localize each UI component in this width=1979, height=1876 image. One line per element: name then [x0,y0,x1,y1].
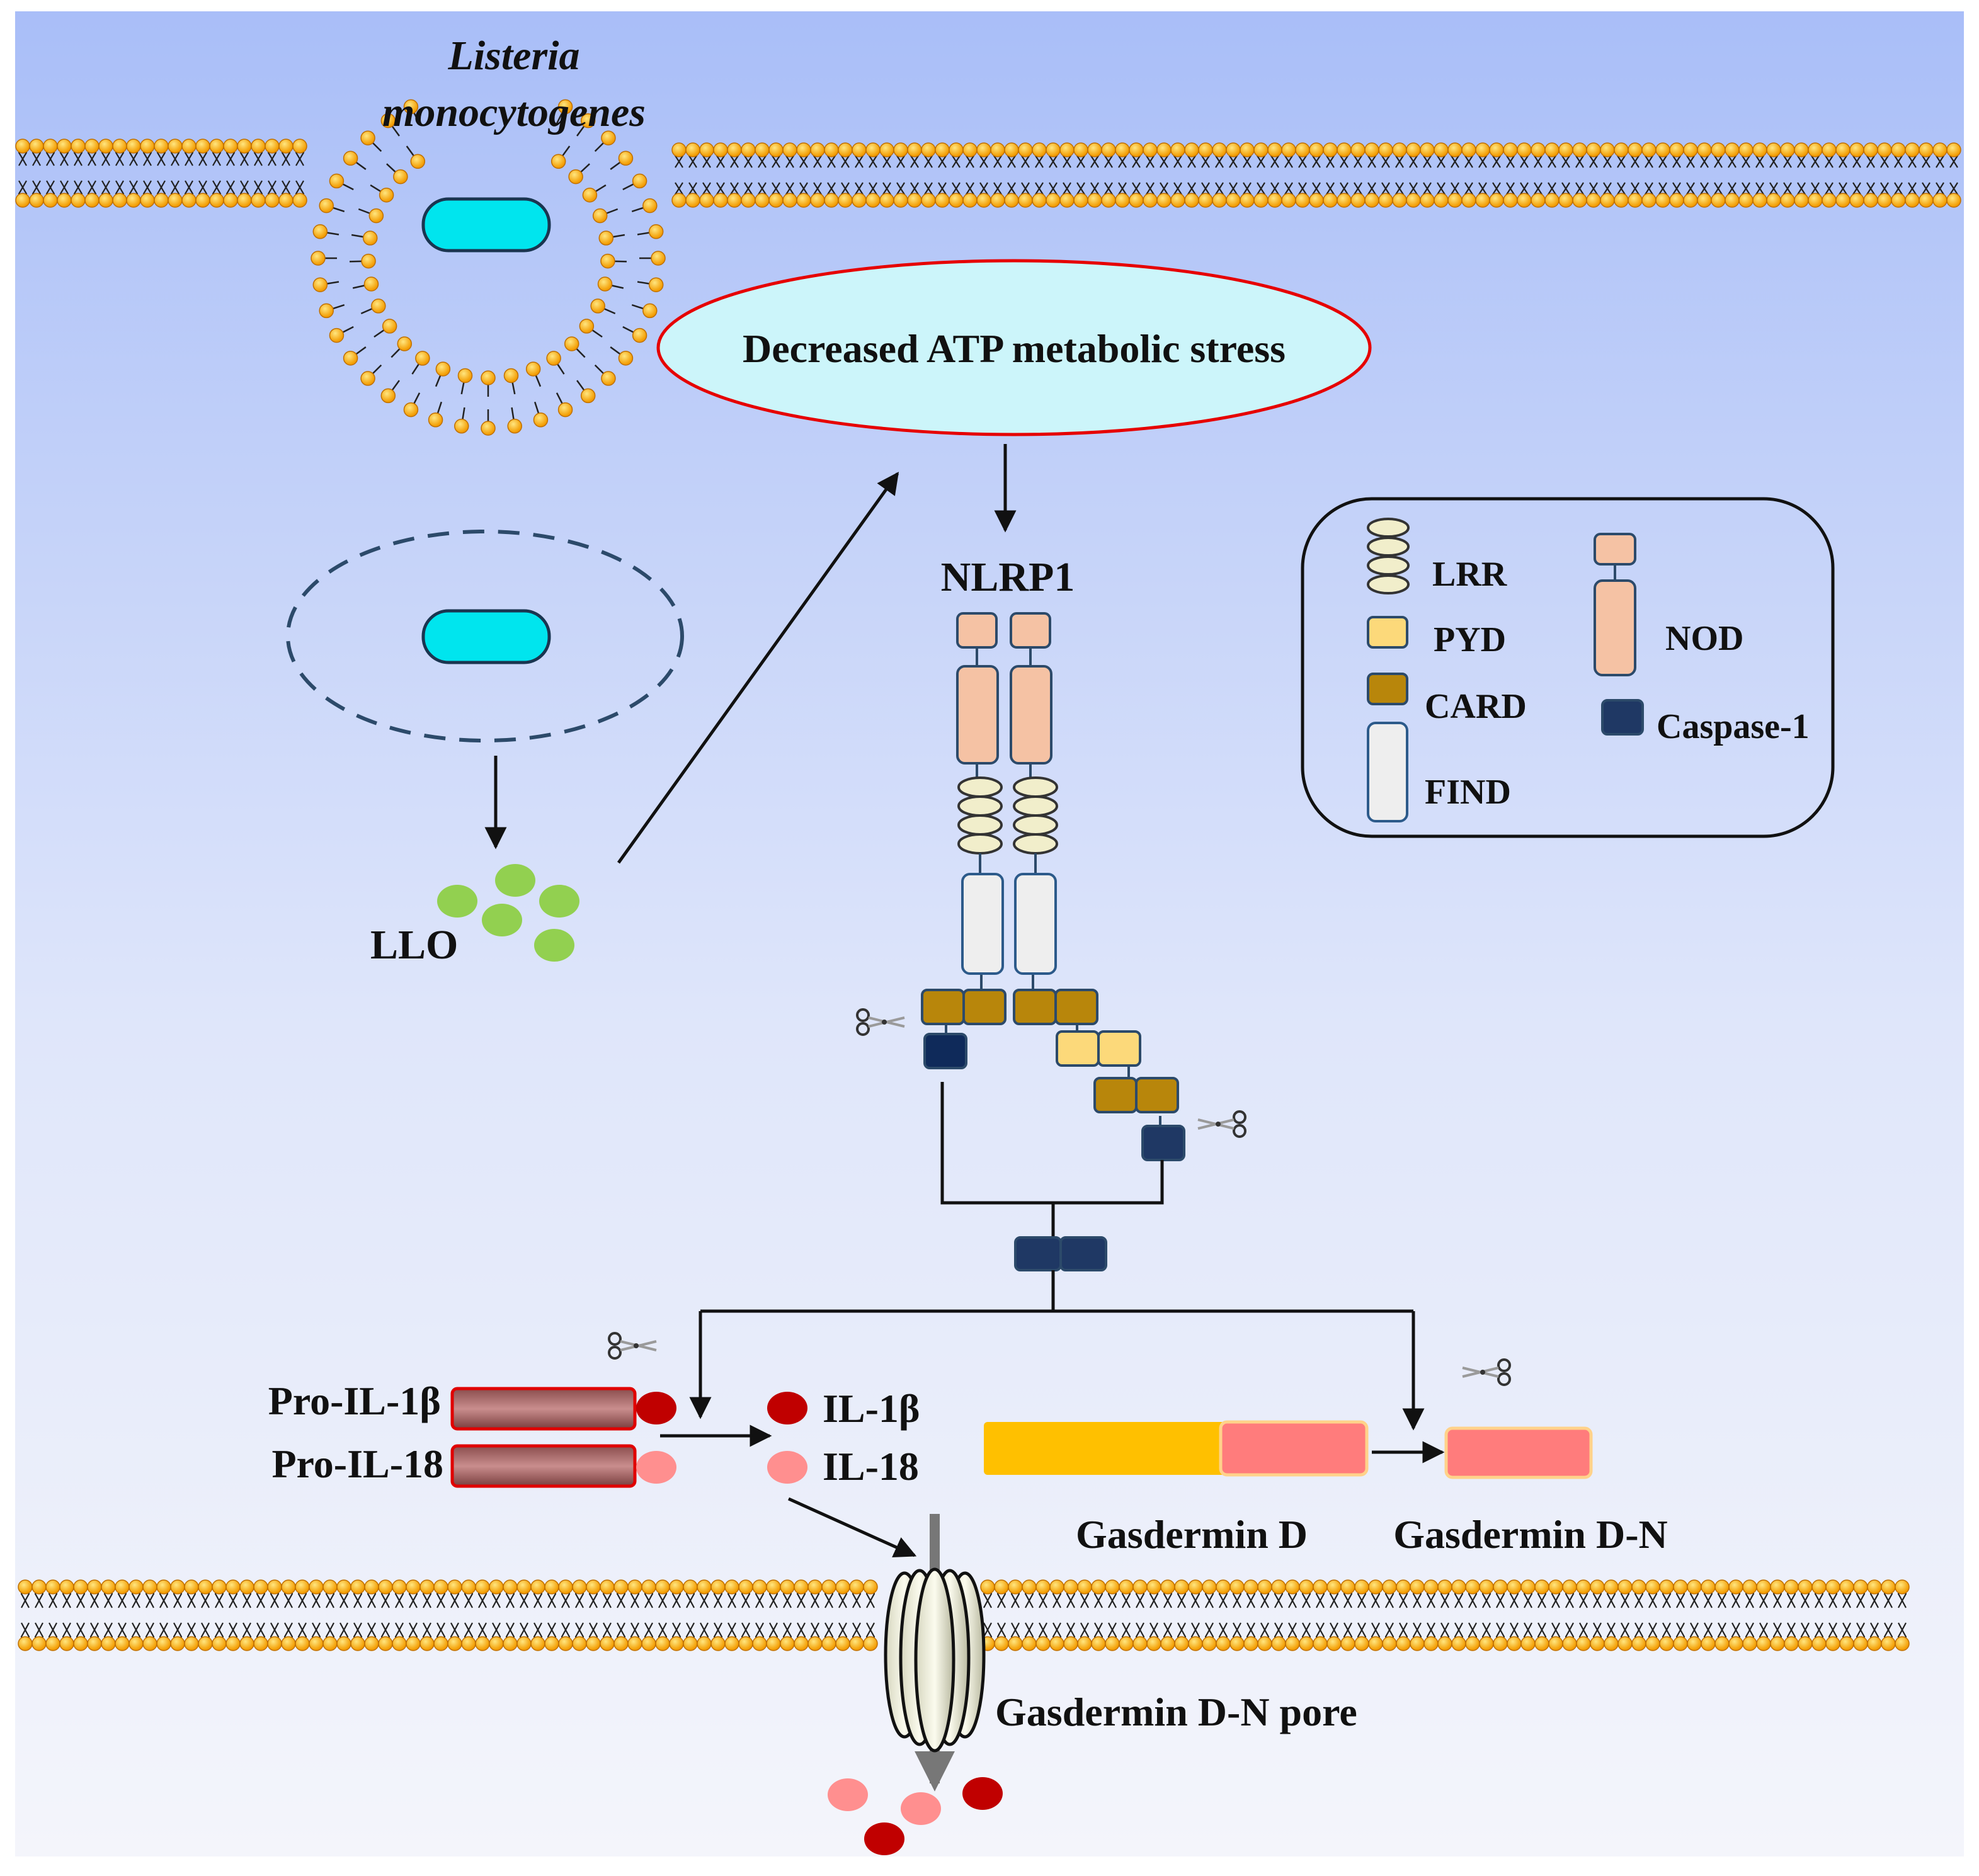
nlrp1-b-find [1014,873,1057,975]
listeria-label-line2: monocytogenes [382,89,646,135]
pro-il18-label: Pro-IL-18 [271,1441,443,1486]
nlrp1-a-card-1 [921,989,965,1025]
gasdermin-dn-label: Gasdermin D-N [1393,1512,1668,1557]
il18-particle [767,1451,807,1484]
plasma-membrane-top [15,139,1961,208]
legend-card-icon [1367,673,1408,705]
branch-lines [689,1270,1425,1431]
gasdermin-dn [1444,1426,1593,1479]
legend-box [1301,497,1835,838]
gasdermin-dn-pore [884,1514,986,1792]
pro-il18-bar [450,1444,637,1488]
pro-il1b-label: Pro-IL-1β [268,1379,441,1423]
nlrp1-a-lrr [957,776,1003,855]
nlrp1-b-card-1 [1013,989,1057,1025]
legend-pyd-label: PYD [1434,620,1506,659]
asc-card-2 [1135,1077,1179,1113]
llo-label: LLO [370,922,458,968]
gasdermin-d-n-domain [1219,1420,1369,1477]
nlrp1-a-nod [956,665,999,765]
legend-lrr-label: LRR [1432,555,1507,594]
membrane-invagination [311,99,666,436]
caspase1-left [923,1033,967,1069]
nlrp1-a-nod-small [956,612,998,649]
active-caspase1-a [1014,1236,1062,1271]
legend-lrr-icon [1367,518,1410,594]
il1b-label: IL-1β [823,1386,920,1431]
asc-card-1 [1093,1077,1138,1113]
legend-nod-icon [1594,579,1636,676]
legend-find-label: FIND [1425,773,1511,812]
active-caspase1-b [1059,1236,1107,1271]
legend: LRR PYD CARD FIND NOD Caspase-1 [1301,497,1835,838]
gasdermin-d-label: Gasdermin D [1076,1512,1308,1557]
legend-nod-label: NOD [1665,619,1743,658]
llo-particles [437,864,579,962]
pore-label: Gasdermin D-N pore [995,1690,1357,1734]
arrow-llo-to-stress [617,472,899,864]
arrow-to-pore [787,1497,917,1558]
stress-ellipse [656,259,1372,436]
listeria-bacterium-entering [421,197,551,253]
vacuole [286,530,684,742]
asc-pyd-1 [1056,1030,1100,1067]
nlrp1-b-nod [1010,665,1052,765]
il1b-particle [767,1392,807,1424]
legend-pyd-icon [1367,616,1408,649]
nlrp1-label: NLRP1 [941,554,1075,600]
legend-nod-small-icon [1594,533,1636,566]
legend-caspase1-icon [1601,699,1644,736]
caspase1-right [1141,1125,1185,1161]
merge-lines [940,1082,1164,1237]
il18-label: IL-18 [823,1444,919,1489]
nlrp1-b-nod-small [1010,612,1051,649]
listeria-label-line1: Listeria [448,33,580,79]
legend-caspase1-label: Caspase-1 [1657,707,1810,746]
nlrp1-complex [921,612,1185,1161]
pro-il18-tail [636,1451,676,1484]
pro-il1b-bar [450,1387,637,1431]
nlrp1-a-find [961,873,1004,975]
stress-label: Decreased ATP metabolic stress [743,326,1286,371]
released-cytokines [828,1777,1003,1855]
listeria-bacterium-vacuole [421,609,551,664]
nlrp1-b-lrr [1013,776,1058,855]
gasdermin-d-c-domain [984,1422,1226,1475]
asc-pyd-2 [1097,1030,1141,1067]
nlrp1-b-card-2 [1054,989,1098,1025]
legend-find-icon [1367,722,1408,822]
legend-card-label: CARD [1425,687,1527,726]
plasma-membrane-bottom [18,1579,1910,1651]
pro-il1b-tail [636,1392,676,1424]
nlrp1-a-card-2 [962,989,1007,1025]
